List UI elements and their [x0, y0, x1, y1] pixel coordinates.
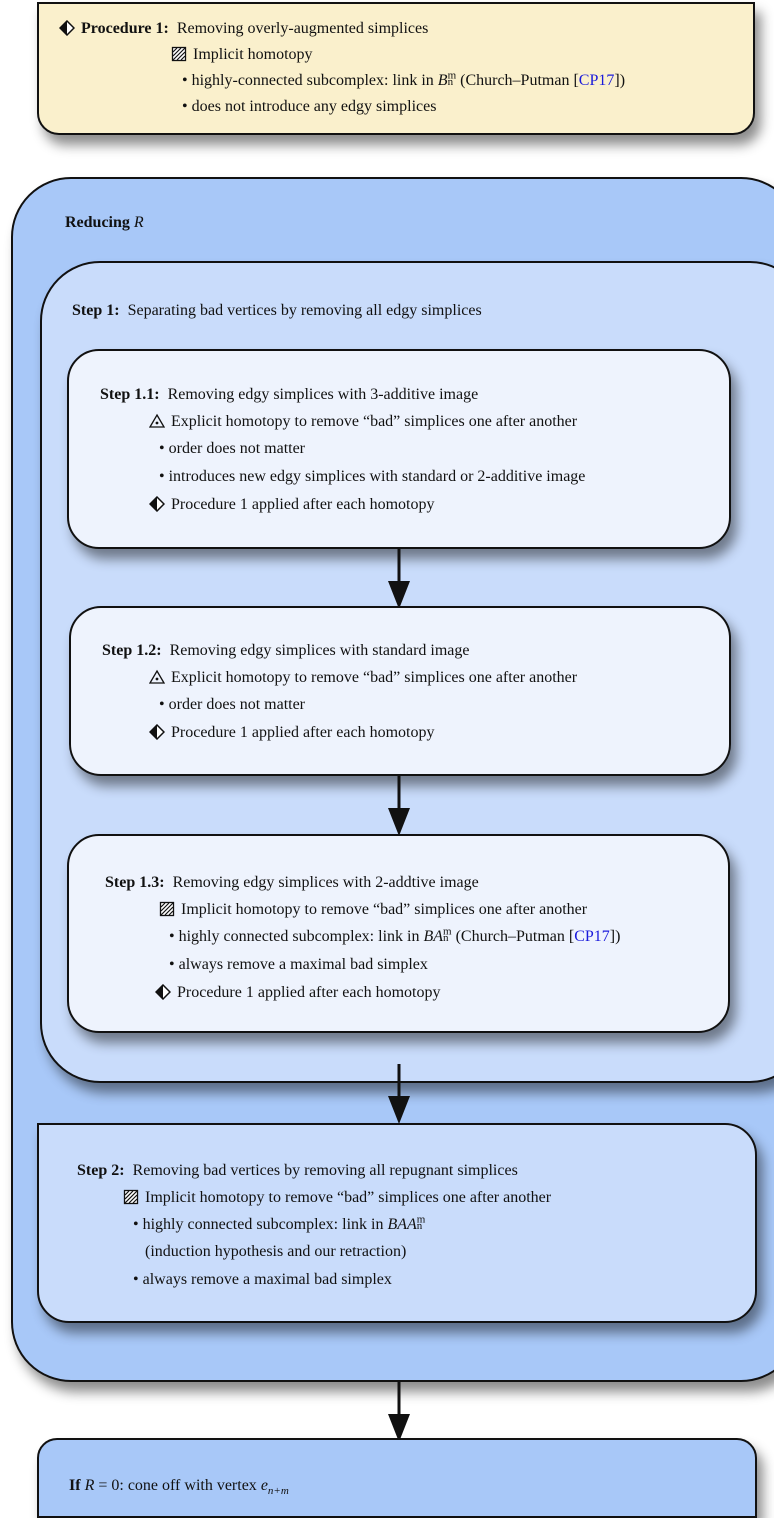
step-1-2-box: Step 1.2: Removing edgy simplices with s… [69, 606, 731, 776]
procedure-1-box: Procedure 1: Removing overly-augmented s… [37, 2, 755, 135]
math-B: B [437, 72, 448, 89]
step-1-text: Separating bad vertices by removing all … [127, 302, 482, 319]
cite-link[interactable]: CP17 [578, 72, 615, 89]
step-1-3-title: Step 1.3: [105, 874, 165, 891]
step-1-3-homotopy: Implicit homotopy to remove “bad” simpli… [181, 901, 588, 918]
step-1-2-title: Step 1.2: [102, 642, 162, 659]
triangle-dot-icon [149, 413, 165, 428]
step-1-1-bullet-2: • introduces new edgy simplices with sta… [159, 468, 586, 485]
step-1-1-homotopy-line: Explicit homotopy to remove “bad” simpli… [149, 412, 577, 432]
diamond-icon [149, 496, 165, 512]
step-2-homotopy-line: Implicit homotopy to remove “bad” simpli… [123, 1188, 551, 1208]
step-2-bullet-2-text: always remove a maximal bad simplex [142, 1271, 392, 1288]
step-1-1-bullet-2-text: introduces new edgy simplices with stand… [168, 468, 586, 485]
procedure-1-title-text: Removing overly-augmented simplices [176, 20, 429, 37]
step-2-bullet-1-text: highly connected subcomplex: link in [142, 1216, 384, 1233]
step-1-1-bullet-1-text: order does not matter [168, 440, 306, 457]
step-2-title: Step 2: [77, 1162, 125, 1179]
step-1-3-homotopy-line: Implicit homotopy to remove “bad” simpli… [159, 900, 587, 920]
diamond-icon [59, 20, 75, 36]
hatched-square-icon [159, 901, 175, 917]
step-1-title: Step 1: [72, 302, 120, 319]
step-2-bullet-1: • highly connected subcomplex: link in B… [133, 1213, 426, 1233]
cite-suffix: ]) [609, 928, 621, 945]
step-2-text: Removing bad vertices by removing all re… [132, 1162, 518, 1179]
diamond-icon [155, 984, 171, 1000]
hatched-square-icon [123, 1189, 139, 1205]
reducing-title-text: Reducing [65, 214, 130, 231]
arrow-step-1-to-2 [388, 1064, 410, 1124]
math-sup: m [443, 925, 452, 938]
step-2-bullet-1-cont-text: (induction hypothesis and our retraction… [145, 1243, 407, 1260]
step-1-2-bullet-1: • order does not matter [159, 696, 306, 713]
step-1-2-homotopy: Explicit homotopy to remove “bad” simpli… [171, 669, 578, 686]
step-1-3-procedure: Procedure 1 applied after each homotopy [177, 984, 441, 1001]
final-vertex: e [260, 1477, 268, 1494]
step-1-1-procedure: Procedure 1 applied after each homotopy [171, 496, 435, 513]
cite-suffix: ]) [614, 72, 626, 89]
procedure-1-bullet-1: • highly-connected subcomplex: link in B… [182, 69, 626, 89]
step-1-3-bullet-2-text: always remove a maximal bad simplex [178, 956, 428, 973]
step-1-3-bullet-1-text: highly connected subcomplex: link in [178, 928, 420, 945]
step-1-3-procedure-line: Procedure 1 applied after each homotopy [155, 983, 440, 1003]
step-2-bullet-1-cont: (induction hypothesis and our retraction… [145, 1242, 406, 1262]
step-1-1-title-line: Step 1.1: Removing edgy simplices with 3… [100, 385, 478, 405]
math-BA: BA [423, 928, 443, 945]
procedure-1-bullet-2-text: does not introduce any edgy simplices [191, 98, 437, 115]
step-1-3-bullet-1: • highly connected subcomplex: link in B… [169, 925, 621, 945]
step-1-2-title-line: Step 1.2: Removing edgy simplices with s… [102, 641, 470, 661]
arrow-step-1-1-to-1-2 [388, 549, 410, 609]
procedure-1-title-line: Procedure 1: Removing overly-augmented s… [59, 19, 428, 39]
hatched-square-icon [171, 46, 187, 62]
math-BAA: BAA [387, 1216, 417, 1233]
diamond-icon [149, 724, 165, 740]
cite-prefix: (Church–Putman [ [460, 72, 579, 89]
cite-prefix: (Church–Putman [ [455, 928, 575, 945]
procedure-1-bullet-2: • does not introduce any edgy simplices [182, 98, 437, 115]
reducing-title: Reducing R [65, 213, 144, 233]
step-1-title-line: Step 1: Separating bad vertices by remov… [72, 301, 482, 321]
step-1-3-bullet-2: • always remove a maximal bad simplex [169, 956, 428, 973]
cite-link[interactable]: CP17 [574, 928, 610, 945]
step-1-1-box: Step 1.1: Removing edgy simplices with 3… [67, 349, 731, 549]
step-1-2-text: Removing edgy simplices with standard im… [169, 642, 470, 659]
arrow-reducing-to-final [388, 1382, 410, 1442]
step-1-3-title-line: Step 1.3: Removing edgy simplices with 2… [105, 873, 479, 893]
step-1-2-procedure-line: Procedure 1 applied after each homotopy [149, 723, 434, 743]
step-1-2-procedure: Procedure 1 applied after each homotopy [171, 724, 435, 741]
step-1-3-box: Step 1.3: Removing edgy simplices with 2… [67, 834, 730, 1033]
final-condition: R = 0: cone off with vertex [84, 1477, 261, 1494]
final-vertex-sub: n+m [267, 1485, 289, 1498]
step-2-homotopy: Implicit homotopy to remove “bad” simpli… [145, 1189, 552, 1206]
step-1-1-title: Step 1.1: [100, 386, 160, 403]
step-2-bullet-2: • always remove a maximal bad simplex [133, 1271, 392, 1288]
procedure-1-bullet-1-text: highly-connected subcomplex: link in [191, 72, 434, 89]
step-1-3-text: Removing edgy simplices with 2-addtive i… [172, 874, 479, 891]
procedure-1-homotopy-line: Implicit homotopy [171, 45, 313, 65]
triangle-dot-icon [149, 669, 165, 684]
final-line: If R = 0: cone off with vertex en+m [69, 1476, 289, 1498]
final-if: If [69, 1477, 81, 1494]
step-1-1-bullet-1: • order does not matter [159, 440, 306, 457]
step-2-box: Step 2: Removing bad vertices by removin… [37, 1123, 757, 1323]
step-1-1-procedure-line: Procedure 1 applied after each homotopy [149, 495, 434, 515]
step-1-1-homotopy: Explicit homotopy to remove “bad” simpli… [171, 413, 578, 430]
step-2-title-line: Step 2: Removing bad vertices by removin… [77, 1161, 518, 1181]
step-1-1-text: Removing edgy simplices with 3-additive … [167, 386, 479, 403]
arrow-step-1-2-to-1-3 [388, 776, 410, 836]
procedure-1-homotopy: Implicit homotopy [193, 46, 313, 63]
step-1-2-homotopy-line: Explicit homotopy to remove “bad” simpli… [149, 668, 577, 688]
math-sup: m [447, 69, 457, 82]
final-box: If R = 0: cone off with vertex en+m [37, 1438, 757, 1518]
step-1-2-bullet-1-text: order does not matter [168, 696, 306, 713]
math-sup: m [416, 1213, 426, 1226]
reducing-var: R [133, 214, 144, 231]
procedure-1-title: Procedure 1: [81, 20, 169, 37]
